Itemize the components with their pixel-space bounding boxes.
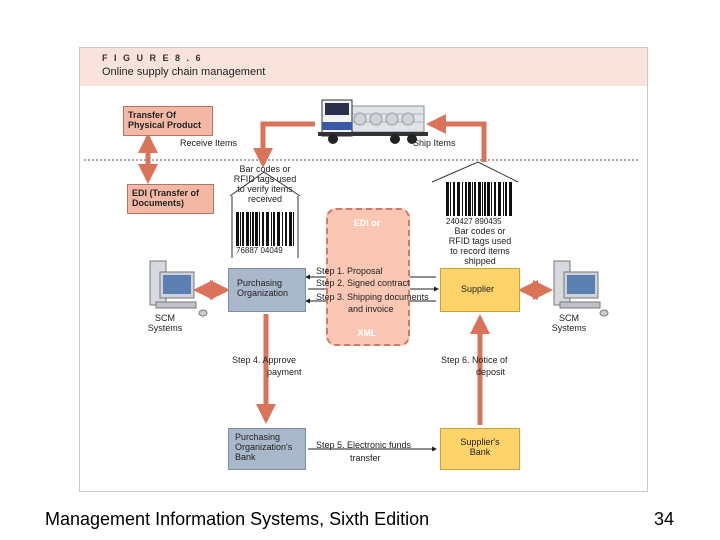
barcode-left-digits: 76887 04049 xyxy=(236,246,283,255)
figure-title: Online supply chain management xyxy=(102,66,266,78)
purchasing-org-text: Purchasing Organization xyxy=(237,278,289,298)
step6b-label: deposit xyxy=(476,367,506,377)
transfer-physical-box: Transfer Of Physical Product xyxy=(123,106,213,136)
arrow-receive-items xyxy=(253,121,315,168)
scm-right-label: SCM Systems xyxy=(551,313,587,333)
supplier-box: Supplier xyxy=(440,268,520,312)
xml-label: XML xyxy=(357,328,377,338)
barcode-right-digits: 240427 890435 xyxy=(446,217,502,226)
receive-items-label: Receive Items xyxy=(180,138,238,148)
supplier-bank-text: Supplier's Bank xyxy=(460,437,500,457)
step4b-label: payment xyxy=(267,367,302,377)
step2-label: Step 2. Signed contract xyxy=(316,278,410,288)
computer-right-icon xyxy=(553,260,609,317)
figure-label: F I G U R E 8 . 6 xyxy=(102,53,203,63)
step1-label: Step 1. Proposal xyxy=(316,266,383,276)
edi-transfer-box: EDI (Transfer of Documents) xyxy=(127,184,214,214)
scm-left-label: SCM Systems xyxy=(147,313,183,333)
ship-items-label: Ship Items xyxy=(413,138,456,148)
supplier-text: Supplier xyxy=(461,284,495,294)
supplier-bank-box: Supplier's Bank xyxy=(440,428,520,470)
step3-label: Step 3. Shipping documents xyxy=(316,292,429,302)
purchasing-bank-text: Purchasing Organization's Bank xyxy=(235,432,293,462)
page-number: 34 xyxy=(654,509,675,529)
book-title: Management Information Systems, Sixth Ed… xyxy=(45,509,430,529)
barcode-left-caption: Bar codes or RFID tags used to verify it… xyxy=(233,164,297,204)
transfer-physical-text: Transfer Of Physical Product xyxy=(128,110,202,130)
edi-xml-box xyxy=(326,208,410,346)
step6-label: Step 6. Notice of xyxy=(441,355,508,365)
figure-header: F I G U R E 8 . 6 Online supply chain ma… xyxy=(80,48,647,86)
purchasing-org-box: Purchasing Organization xyxy=(228,268,306,312)
step4-label: Step 4. Approve xyxy=(232,355,297,365)
barcode-left-icon xyxy=(229,171,301,258)
step5-label: Step 5. Electronic funds xyxy=(316,440,412,450)
edi-label: EDI or xyxy=(353,218,381,228)
barcode-right-icon xyxy=(431,161,519,216)
edi-transfer-text: EDI (Transfer of Documents) xyxy=(132,188,200,208)
step5b-label: transfer xyxy=(350,453,381,463)
barcode-right-caption: Bar codes or RFID tags used to record it… xyxy=(448,226,512,266)
arrow-ship-items xyxy=(426,114,487,162)
purchasing-bank-box: Purchasing Organization's Bank xyxy=(228,428,306,470)
step3b-label: and invoice xyxy=(348,304,394,314)
truck-icon xyxy=(318,99,428,144)
computer-left-icon xyxy=(149,260,208,317)
